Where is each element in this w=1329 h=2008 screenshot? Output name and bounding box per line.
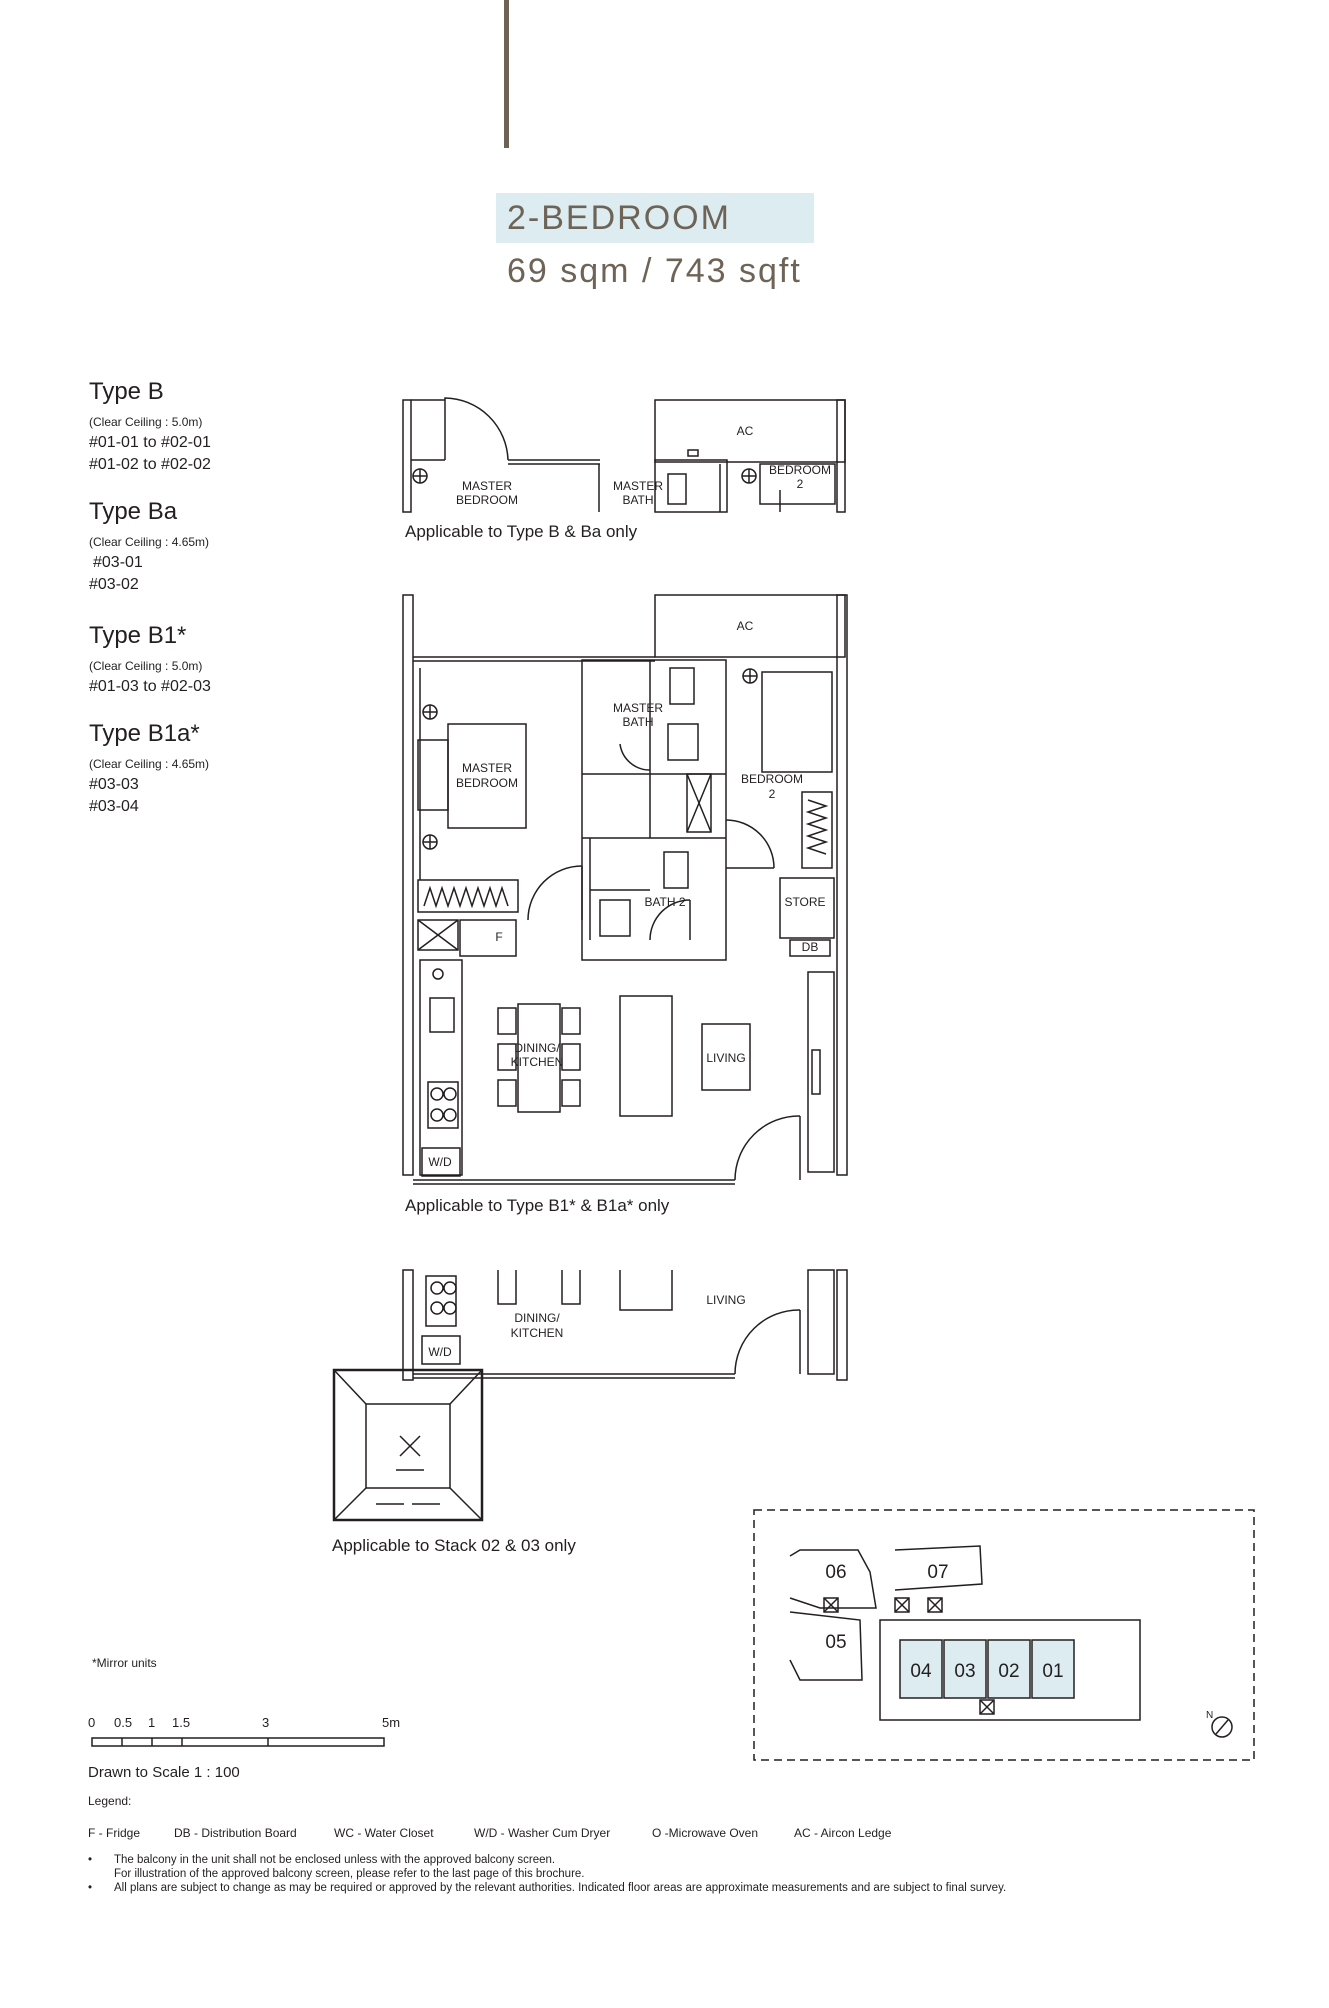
accent-bar [504,0,509,148]
partial-plan-stack [332,1269,848,1522]
type-ba-heading: Type Ba [89,498,178,525]
master-bath-label-2: BATH [622,715,653,729]
dining-label-2: KITCHEN [511,1055,564,1069]
note-bullet-2: • [88,1882,93,1894]
top-bedroom2-label-2: 2 [797,477,804,491]
unit-title: 2-BEDROOM [507,199,731,237]
type-b1a-heading: Type B1a* [89,720,200,747]
keyplan-block-07: 07 [927,1562,948,1583]
keyplan-stack-03: 03 [954,1661,975,1682]
bedroom2-label-2: 2 [769,787,776,801]
bottom-wd-label: W/D [428,1345,452,1359]
top-master-bath-label-1: MASTER [613,479,663,493]
north-label: N [1206,1710,1213,1721]
type-ba-units-2: #03-02 [89,576,139,593]
wd-label: W/D [428,1155,452,1169]
note-1: The balcony in the unit shall not be enc… [114,1854,556,1866]
type-b1-heading: Type B1* [89,622,187,649]
mirror-note: *Mirror units [92,1656,157,1670]
caption-stack: Applicable to Stack 02 & 03 only [332,1536,576,1555]
ac-label: AC [737,619,754,633]
type-b1a-units-2: #03-04 [89,798,139,815]
type-ba-units-1: #03-01 [93,554,143,571]
keyplan-stack-02: 02 [998,1661,1019,1682]
type-b1-units-1: #01-03 to #02-03 [89,678,211,695]
top-master-bedroom-label-1: MASTER [462,479,512,493]
top-bedroom2-label-1: BEDROOM [769,463,831,477]
top-master-bedroom-label-2: BEDROOM [456,493,518,507]
title-band [496,193,814,243]
scale-tick-5m: 5m [382,1715,401,1730]
dining-label-1: DINING/ [514,1041,560,1055]
type-b-units-2: #01-02 to #02-02 [89,456,211,473]
master-bedroom-label-2: BEDROOM [456,776,518,790]
legend-ac: AC - Aircon Ledge [794,1826,892,1840]
legend-microwave: O -Microwave Oven [652,1826,759,1840]
keyplan-stacks [899,1639,1075,1699]
bottom-dining-label-2: KITCHEN [511,1326,564,1340]
type-b1a-ceiling: (Clear Ceiling : 4.65m) [89,757,210,771]
fridge-label: F [495,930,502,944]
legend-title: Legend: [88,1794,132,1808]
type-b1-ceiling: (Clear Ceiling : 5.0m) [89,659,203,673]
caption-type-b1: Applicable to Type B1* & B1a* only [405,1196,670,1215]
living-label: LIVING [706,1051,745,1065]
type-ba-ceiling: (Clear Ceiling : 4.65m) [89,535,210,549]
type-b-ceiling: (Clear Ceiling : 5.0m) [89,415,203,429]
bath2-label: BATH 2 [644,895,685,909]
store-label: STORE [784,895,825,909]
unit-area: 69 sqm / 743 sqft [507,252,802,290]
keyplan-drawing [753,1509,1255,1761]
bedroom2-label-1: BEDROOM [741,772,803,786]
type-b1a-units-1: #03-03 [89,776,139,793]
keyplan-stack-01: 01 [1042,1661,1063,1682]
keyplan-stack-04: 04 [910,1661,932,1682]
scale-bar [91,1737,385,1747]
db-label: DB [802,940,819,954]
legend-wd: W/D - Washer Cum Dryer [474,1826,611,1840]
top-master-bath-label-2: BATH [622,493,653,507]
legend-fridge: F - Fridge [88,1826,141,1840]
scale-tick-1-5: 1.5 [172,1715,191,1730]
type-b-units-1: #01-01 to #02-01 [89,434,211,451]
bottom-dining-label-1: DINING/ [514,1311,560,1325]
keyplan-block-05: 05 [825,1632,846,1653]
keyplan-block-06: 06 [825,1562,846,1583]
scale-tick-0-5: 0.5 [114,1715,133,1730]
note-bullet-1: • [88,1854,93,1866]
top-ac-label: AC [737,424,754,438]
scale-tick-0: 0 [88,1715,96,1730]
scale-tick-3: 3 [262,1715,270,1730]
master-bedroom-label-1: MASTER [462,761,512,775]
main-plan-type-b1 [402,594,848,1185]
note-3: All plans are subject to change as may b… [114,1882,1007,1894]
legend-wc: WC - Water Closet [334,1826,434,1840]
master-bath-label-1: MASTER [613,701,663,715]
bottom-living-label: LIVING [706,1293,745,1307]
partial-plan-type-b [402,397,846,513]
type-b-heading: Type B [89,378,164,405]
legend-db: DB - Distribution Board [174,1826,297,1840]
scale-tick-1: 1 [148,1715,156,1730]
caption-type-b: Applicable to Type B & Ba only [405,522,638,541]
scale-label: Drawn to Scale 1 : 100 [88,1764,240,1781]
note-2: For illustration of the approved balcony… [114,1868,585,1880]
